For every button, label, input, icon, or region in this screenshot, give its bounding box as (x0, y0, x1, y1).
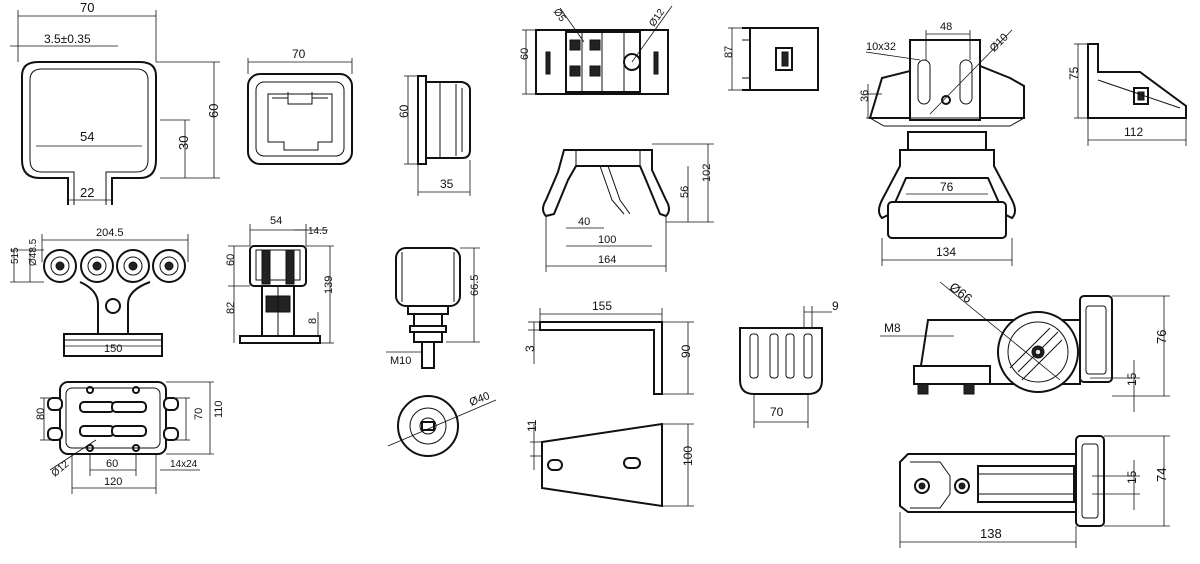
roller-assembly-plan-view: 74 15 138 (899, 435, 1170, 548)
hanging-bracket-view: 102 56 40 100 164 (542, 143, 714, 272)
support-roller-view: 66.5 M10 (386, 247, 481, 369)
catcher-top-view: 48 10x32 Ø10 36 (859, 21, 1026, 127)
dim-14x24: 14x24 (170, 459, 198, 470)
end-plug-view: 60 35 (397, 75, 471, 196)
end-frame-view: 70 (247, 47, 353, 165)
box-bracket-view: 87 (723, 27, 819, 91)
dim-90: 90 (679, 344, 693, 358)
dim-thickness: 3.5±0.35 (44, 32, 91, 46)
dim-10x32: 10x32 (866, 41, 896, 53)
dim-70-plate: 70 (193, 408, 205, 420)
dim-54: 54 (80, 129, 94, 144)
dim-70-frame: 70 (292, 47, 306, 61)
dim-204-5: 204.5 (96, 227, 124, 239)
dim-139: 139 (323, 276, 335, 294)
mounting-plate-view: 80 70 110 Ø12 60 120 14x24 (35, 381, 225, 494)
dim-40-bracket: 40 (578, 216, 590, 228)
dim-100-bracket: 100 (598, 234, 616, 246)
comb-bracket-view: 9 70 (739, 299, 839, 428)
dim-51-5: 515 (10, 247, 21, 264)
dim-60-side: 60 (225, 254, 237, 266)
rail-profile-view: 70 3.5±0.35 54 22 30 60 (10, 0, 221, 205)
dim-15-plan: 15 (1125, 470, 1139, 484)
dim-14-5: 14.5 (308, 226, 328, 237)
wall-plate-view: 11 100 (525, 419, 695, 508)
angle-bracket-view: 155 3 90 (523, 299, 694, 395)
dim-110: 110 (213, 400, 225, 418)
dim-70-comb: 70 (770, 405, 784, 419)
dim-30: 30 (176, 136, 191, 150)
dim-15-side: 15 (1125, 372, 1139, 386)
dim-54-side: 54 (270, 215, 282, 227)
dim-75: 75 (1067, 66, 1081, 80)
bracket-top-view: 60 Ø5 Ø12 (519, 5, 673, 95)
dim-3-angle: 3 (523, 345, 537, 352)
dim-82: 82 (225, 302, 237, 314)
trolley-front-view: 204.5 515 Ø48.5 150 (10, 227, 189, 357)
dim-11: 11 (525, 419, 539, 432)
dim-48: 48 (940, 21, 952, 33)
dim-87: 87 (723, 46, 735, 58)
dim-80: 80 (35, 408, 47, 420)
dim-138: 138 (980, 526, 1002, 541)
rail-end-buffer-view: 75 112 (1067, 43, 1187, 146)
dim-36: 36 (859, 90, 871, 102)
dim-56: 56 (679, 186, 691, 198)
dim-5-bracket: Ø5 (551, 7, 568, 25)
dim-150: 150 (104, 343, 122, 355)
dim-76-catcher: 76 (940, 180, 954, 194)
dim-60-bracket: 60 (519, 48, 531, 60)
dim-12-bracket: Ø12 (647, 7, 667, 29)
dim-164: 164 (598, 254, 616, 266)
dim-100-angle: 100 (681, 446, 695, 466)
roller-front-view: Ø40 (387, 390, 497, 457)
label-m10: M10 (390, 355, 411, 367)
label-m8: M8 (884, 321, 901, 335)
dim-plate-12: Ø12 (50, 459, 72, 480)
dim-134: 134 (936, 245, 956, 259)
dim-22: 22 (80, 185, 94, 200)
dim-roller-40: Ø40 (468, 390, 492, 409)
dim-76-assembly: 76 (1154, 330, 1169, 344)
roller-assembly-side-view: Ø66 M8 76 15 (880, 279, 1170, 412)
dim-112: 112 (1124, 125, 1143, 139)
dim-120: 120 (104, 476, 122, 488)
dim-60-plate: 60 (106, 458, 118, 470)
dim-60: 60 (206, 104, 221, 118)
dim-66-5: 66.5 (469, 275, 481, 296)
dim-102: 102 (701, 164, 713, 182)
catcher-front-view: 76 134 (878, 131, 1016, 266)
dim-60-plug: 60 (397, 104, 411, 118)
dim-roller-66: Ø66 (947, 279, 976, 306)
dim-9: 9 (832, 299, 839, 313)
trolley-side-view: 54 14.5 60 82 139 8 (225, 215, 335, 344)
dim-35: 35 (440, 177, 454, 191)
dim-48-5: Ø48.5 (28, 238, 39, 266)
dim-8: 8 (307, 318, 319, 324)
dim-70-top: 70 (80, 0, 94, 15)
dim-74: 74 (1154, 468, 1169, 482)
dim-155: 155 (592, 299, 612, 313)
